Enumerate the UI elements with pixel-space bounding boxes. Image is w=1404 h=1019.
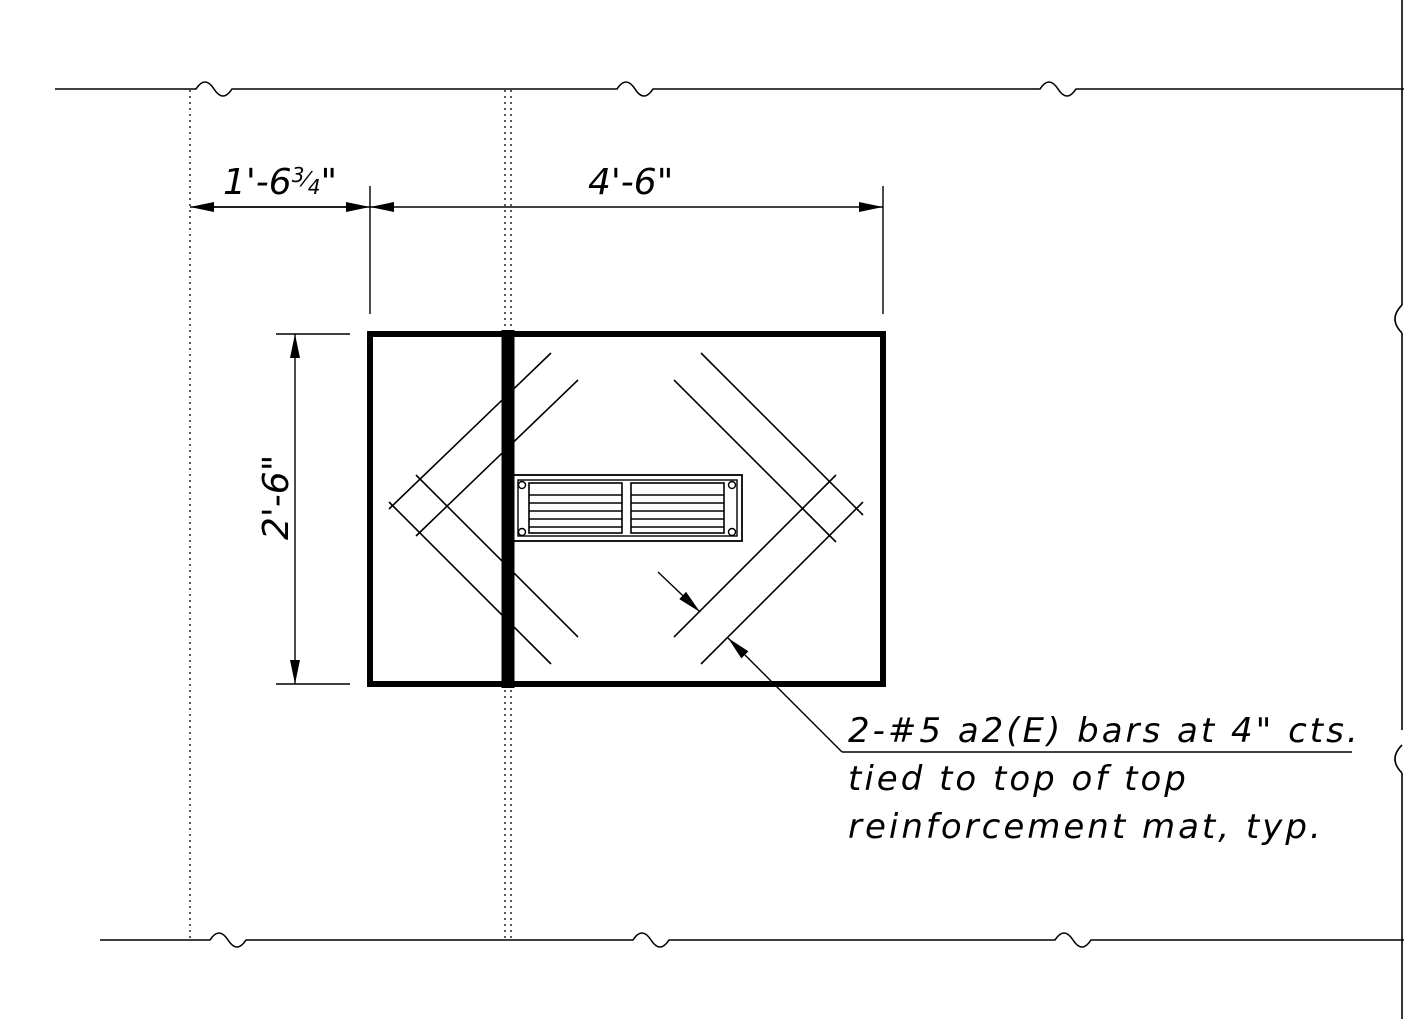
bottom-break-line: [100, 932, 1404, 948]
horizontal-dimensions: [190, 186, 884, 314]
dimension-left-offset-main: 1'-6: [223, 162, 292, 203]
spacing-arrow: [657, 571, 701, 613]
dimension-height: 2'-6": [256, 455, 297, 540]
diagonal-bars-right: [673, 352, 864, 665]
dimension-left-offset: 1'-63⁄4": [223, 162, 337, 203]
block-outline: [367, 330, 886, 688]
dimension-left-offset-frac-den: 4: [308, 175, 321, 199]
vertical-dimension: [276, 333, 350, 685]
grate-inlet: [512, 474, 743, 542]
note-leader: [727, 637, 1352, 753]
right-edge-line: [1394, 0, 1403, 1019]
note-line-1: 2-#5 a2(E) bars at 4" cts.: [848, 711, 1361, 751]
note-line-3: reinforcement mat, typ.: [848, 807, 1324, 847]
note-line-2: tied to top of top: [848, 759, 1189, 799]
top-break-line: [55, 81, 1404, 97]
dimension-width: 4'-6": [588, 162, 673, 203]
hidden-lines: [189, 90, 512, 940]
diagonal-bars-left: [388, 352, 579, 665]
dimension-left-offset-tail: ": [321, 162, 338, 203]
dimension-left-offset-frac-num: 3: [292, 163, 305, 187]
